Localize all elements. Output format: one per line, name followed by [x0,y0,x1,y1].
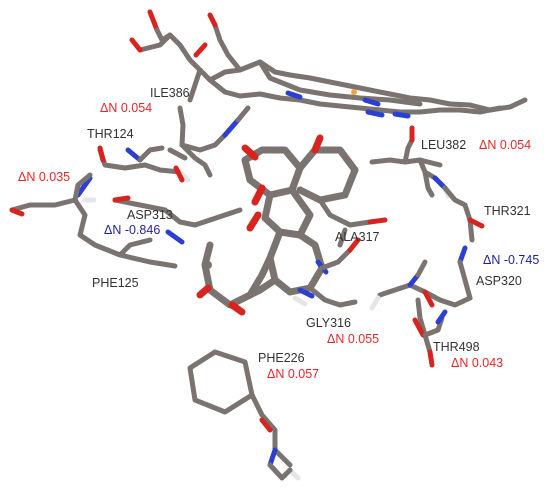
residue-thr321-structure [442,185,485,301]
residue-phe125-structure [9,172,178,269]
residue-label-ala317: ALA317 [335,230,380,244]
residue-label-phe226: PHE226 ΔN 0.057 [258,351,319,381]
residue-asp313-structure [112,195,243,245]
heme-cofactor [129,9,528,119]
svg-text:PHE125: PHE125 [92,276,139,290]
svg-text:THR498: THR498 [433,340,480,354]
svg-text:THR321: THR321 [484,204,531,218]
svg-text:ΔN 0.043: ΔN 0.043 [451,356,503,370]
residue-asp320-structure [369,259,473,311]
svg-text:ILE386: ILE386 [150,86,190,100]
residue-label-leu382: LEU382 ΔN 0.054 [421,138,531,152]
svg-text:PHE226: PHE226 [258,351,305,365]
residue-label-thr124: THR124 ΔN 0.035 [18,127,134,184]
residue-label-gly316: GLY316 ΔN 0.055 [306,316,379,346]
svg-text:ΔN 0.057: ΔN 0.057 [267,367,319,381]
residue-label-thr321: THR321 ΔN -0.745 [483,204,539,267]
svg-text:ASP320: ASP320 [476,274,522,288]
residue-label-asp320: ASP320 [476,274,522,288]
residue-thr124-structure [75,145,191,198]
svg-text:ΔN 0.055: ΔN 0.055 [327,332,379,346]
svg-text:ΔN 0.054: ΔN 0.054 [100,101,152,115]
ligand-molecule [196,134,388,316]
svg-text:ΔN 0.054: ΔN 0.054 [479,138,531,152]
svg-text:GLY316: GLY316 [306,316,351,330]
svg-text:ASP313: ASP313 [127,208,173,222]
residue-label-phe125: PHE125 [92,276,139,290]
svg-text:ΔN -0.846: ΔN -0.846 [104,223,160,237]
residue-label-asp313: ASP313 ΔN -0.846 [104,208,173,237]
residue-label-ile386: ILE386 ΔN 0.054 [100,86,190,115]
svg-text:THR124: THR124 [87,127,134,141]
residue-label-thr498: THR498 ΔN 0.043 [433,340,503,370]
residue-thr498-structure [412,297,448,368]
svg-text:ΔN -0.745: ΔN -0.745 [483,253,539,267]
residue-ile386-structure [167,105,251,178]
svg-text:ΔN 0.035: ΔN 0.035 [18,170,70,184]
svg-text:LEU382: LEU382 [421,138,466,152]
svg-text:ALA317: ALA317 [335,230,380,244]
residue-phe226-structure [187,349,301,481]
